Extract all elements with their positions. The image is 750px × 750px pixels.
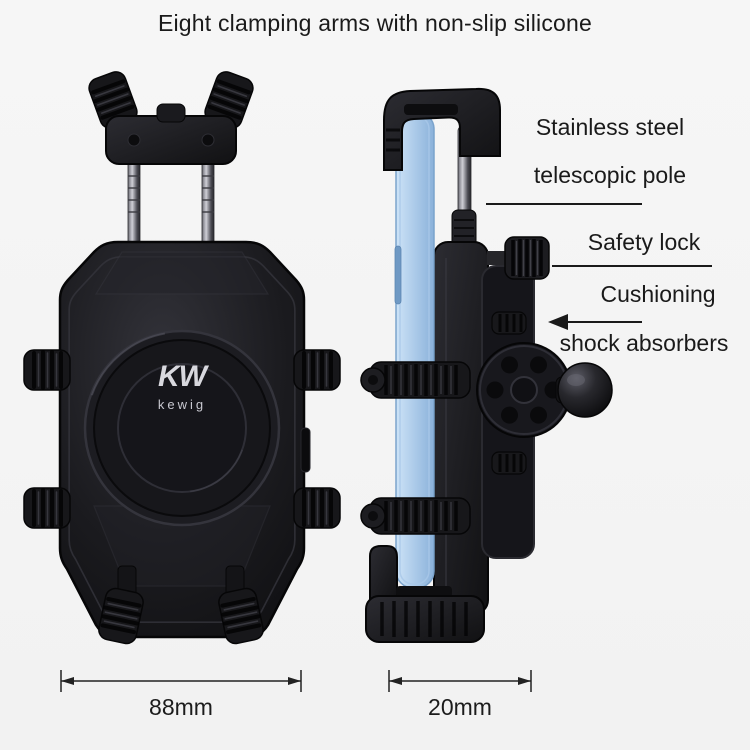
brand-logo-name: kewig xyxy=(157,397,207,412)
ring-highlight-arc xyxy=(85,330,279,525)
top-clamp-hinge xyxy=(156,103,186,123)
leader-lines xyxy=(486,203,712,323)
safety-lock-knob xyxy=(487,236,550,280)
front-view xyxy=(22,67,342,648)
top-clamp-hook xyxy=(383,87,501,171)
shock-absorber-upper xyxy=(490,310,528,336)
top-clamp-pad xyxy=(404,104,458,115)
bottom-clamp-ribs xyxy=(380,601,468,637)
arrow-head-cushioning xyxy=(548,314,568,330)
dim-side-arrow-right xyxy=(518,677,531,685)
ball-joint xyxy=(557,362,613,418)
label-cushioning-line2: shock absorbers xyxy=(559,330,729,356)
body-top-plate xyxy=(94,251,270,295)
dimension-side-depth xyxy=(388,670,532,692)
side-view xyxy=(359,87,613,643)
release-button xyxy=(300,427,311,473)
dimension-label-side-depth: 20mm xyxy=(428,694,492,720)
dimension-label-front-width: 88mm xyxy=(149,694,213,720)
rod-spring-coils xyxy=(128,175,214,213)
phone-side-button xyxy=(394,245,402,305)
dim-front-arrow-left xyxy=(61,677,74,685)
side-arm-upper-profile xyxy=(359,360,472,400)
side-clamp-arm-right-lower xyxy=(292,486,342,530)
label-cushioning-line1: Cushioning xyxy=(600,281,716,307)
side-clamp-arm-left-upper xyxy=(22,348,72,392)
bottom-clamp-beak xyxy=(369,545,398,605)
center-disc xyxy=(117,363,247,493)
spine xyxy=(433,241,489,615)
bolt-left xyxy=(127,133,141,147)
ball-mount-wheel xyxy=(476,342,572,438)
side-arm-lower-profile xyxy=(359,496,472,536)
brand-logo-mark: KW xyxy=(158,360,207,393)
dim-front-arrow-right xyxy=(288,677,301,685)
disc-highlight-arc xyxy=(117,363,247,493)
top-hook-ribs xyxy=(386,128,400,152)
shock-absorber-lower xyxy=(490,450,528,476)
label-telescopic-pole-line2: telescopic pole xyxy=(533,162,687,188)
page-title: Eight clamping arms with non-slip silico… xyxy=(157,10,593,36)
dim-side-arrow-left xyxy=(389,677,402,685)
label-telescopic-pole-line1: Stainless steel xyxy=(535,114,685,140)
label-safety-lock: Safety lock xyxy=(587,229,701,255)
side-clamp-arm-right-upper xyxy=(292,348,342,392)
top-clamp-bar xyxy=(105,115,237,165)
ball-highlight xyxy=(567,374,585,386)
side-clamp-arm-left-lower xyxy=(22,486,72,530)
pole-sleeve-ridges xyxy=(454,219,474,237)
dimension-front-width xyxy=(60,670,302,692)
bolt-right xyxy=(201,133,215,147)
